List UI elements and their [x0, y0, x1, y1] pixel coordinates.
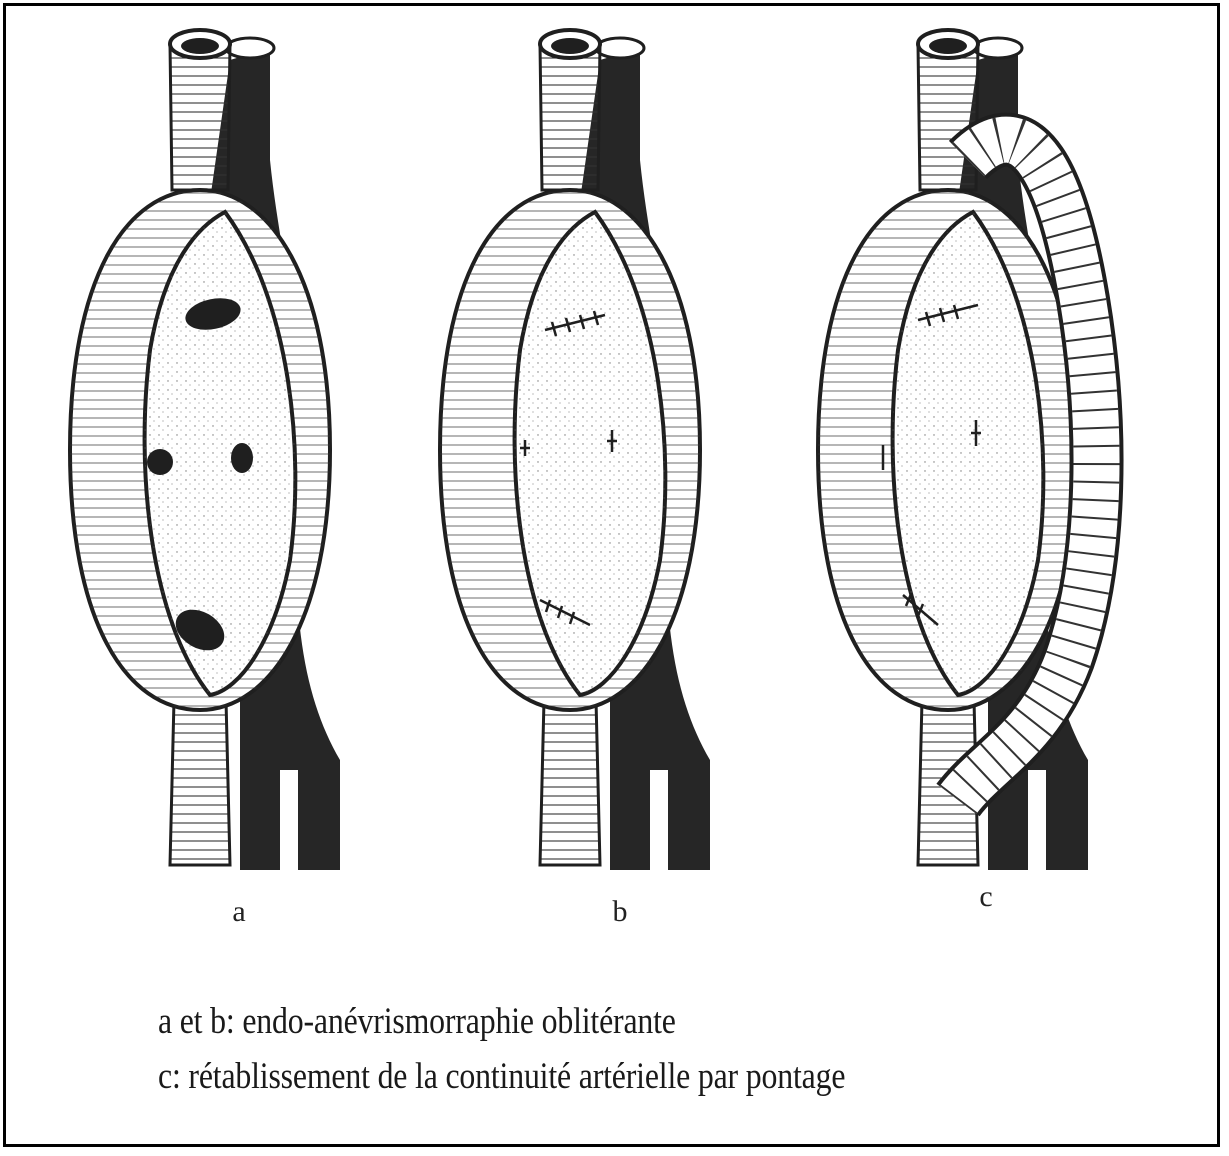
- panel-b-drawing: [440, 30, 710, 870]
- caption-line-1: a et b: endo-anévrismorraphie oblitérant…: [158, 1000, 676, 1043]
- panel-c-drawing: [818, 30, 1097, 870]
- caption-line-2: c: rétablissement de la continuité artér…: [158, 1055, 845, 1098]
- panel-label-b: b: [613, 895, 628, 929]
- panel-label-a: a: [232, 895, 245, 929]
- panel-label-c: c: [979, 880, 992, 914]
- panel-a-drawing: [70, 30, 340, 870]
